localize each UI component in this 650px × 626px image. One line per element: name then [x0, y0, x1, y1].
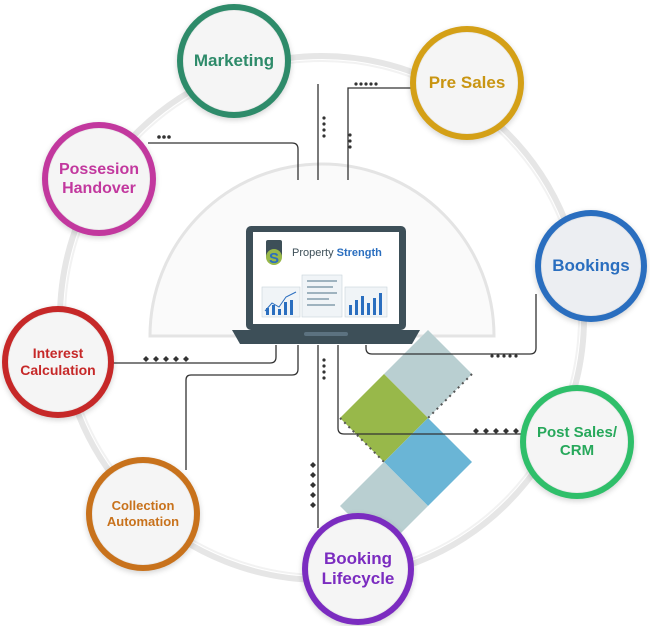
laptop-base	[232, 330, 420, 344]
connector-interest	[110, 345, 277, 364]
node-interest-calculation[interactable]: Interest Calculation	[2, 306, 114, 418]
face	[8, 312, 108, 412]
face	[526, 391, 628, 493]
face	[416, 32, 518, 134]
node-label: Interest Calculation	[20, 345, 96, 378]
brand-name: Strength	[336, 247, 382, 259]
tile-dots-2	[427, 373, 473, 419]
connectors	[110, 84, 537, 528]
node-label: Pre Sales	[428, 72, 506, 92]
node-label: Possesion Handover	[58, 160, 140, 197]
node-label: Booking Lifecycle	[321, 548, 395, 588]
brand-prefix: Property	[292, 247, 337, 259]
dot-markers	[143, 82, 519, 508]
connector-bookings	[365, 294, 537, 355]
connector-postsales	[337, 345, 522, 435]
face	[92, 463, 194, 565]
connector-possession	[148, 142, 299, 180]
laptop-notch	[304, 332, 348, 336]
connector-collection	[185, 345, 299, 470]
dashboard-widgets	[261, 274, 388, 318]
node-collection-automation[interactable]: Collection Automation	[86, 457, 200, 571]
logo-icon: S	[266, 240, 282, 267]
node-post-sales[interactable]: Post Sales/ CRM	[520, 385, 634, 499]
node-bookings[interactable]: Bookings	[535, 210, 647, 322]
tile-dots-1	[339, 417, 385, 463]
connector-presales	[347, 87, 412, 180]
face	[48, 128, 150, 230]
node-label: Marketing	[193, 50, 275, 70]
node-label: Bookings	[552, 255, 630, 275]
face	[541, 216, 641, 316]
node-label: Post Sales/ CRM	[536, 424, 618, 459]
node-label: Collection Automation	[106, 498, 180, 529]
face	[308, 519, 408, 619]
svg-text:S: S	[269, 250, 279, 267]
node-booking-lifecycle[interactable]: Booking Lifecycle	[302, 513, 414, 625]
brand-wordmark: Property Strength	[292, 247, 382, 259]
diamond-tiles	[339, 330, 473, 550]
node-possesion-handover[interactable]: Possesion Handover	[42, 122, 156, 236]
face	[183, 10, 285, 112]
laptop: S	[232, 226, 420, 344]
node-pre-sales[interactable]: Pre Sales	[410, 26, 524, 140]
node-marketing[interactable]: Marketing	[177, 4, 291, 118]
